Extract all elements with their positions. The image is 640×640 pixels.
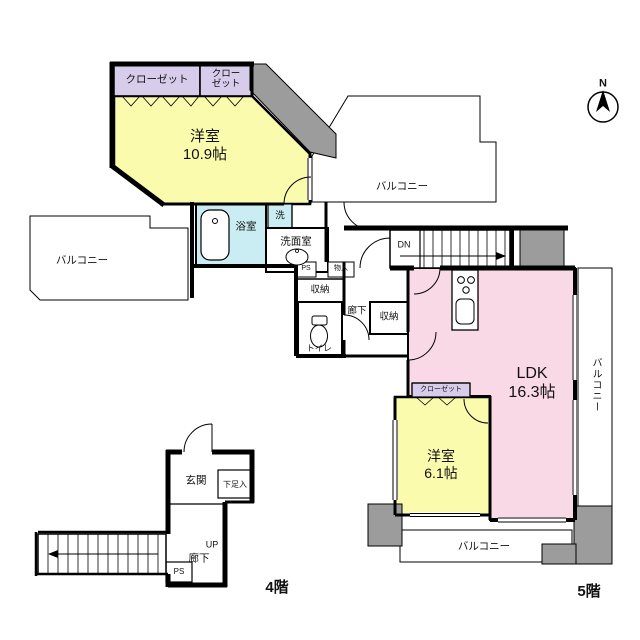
balcony-left-floor	[29, 215, 189, 301]
label-compass-n: N	[599, 77, 607, 90]
window-ldk-right-2-lines	[572, 400, 578, 495]
kitchen-sink	[455, 298, 475, 325]
label-washroom: 洗面室	[280, 235, 312, 248]
structure-bottom-notch	[541, 543, 577, 565]
label-storage-1: 収納	[310, 284, 330, 296]
label-toilet: トイレ	[306, 342, 332, 353]
label-floor-4: 4階	[265, 579, 289, 596]
folding-door-marks	[121, 95, 457, 406]
walls-heavy	[190, 202, 577, 522]
window-ldk-bottom	[498, 517, 566, 523]
label-balcony-left: バルコニー	[55, 254, 109, 267]
label-stairs-up: UP	[205, 539, 219, 550]
door-arc-stairs-ldk	[413, 267, 441, 295]
window-ldk-right-2	[572, 400, 578, 495]
door-arc-bedroom109	[283, 176, 312, 205]
bathtub-drain	[212, 218, 218, 224]
label-ldk: LDK 16.3帖	[508, 364, 556, 401]
stairs-up-group	[34, 530, 168, 576]
structure-right-of-stairs	[519, 229, 565, 269]
room-floors	[112, 63, 576, 583]
structure-below-bedroom61	[367, 503, 403, 547]
label-bath: 浴室	[235, 220, 257, 233]
window-bedroom109-right-lines	[307, 158, 313, 200]
compass-needle	[596, 90, 610, 112]
toilet-fixture	[310, 324, 328, 348]
stairs-dn-arrow-head	[496, 252, 506, 260]
label-corridor-lower: 廊下	[188, 552, 210, 565]
windows	[307, 158, 578, 523]
label-ps-bottom: PS	[173, 567, 185, 577]
toilet-tank	[311, 315, 328, 326]
sink-faucet	[295, 249, 299, 253]
label-floor-5: 5階	[577, 583, 601, 600]
window-ldk-bottom-lines	[498, 517, 566, 523]
label-balcony-right: バルコニー	[590, 357, 601, 413]
window-bedroom61-bottom-lines	[410, 513, 480, 517]
label-monoire: 物入	[334, 264, 348, 272]
fixtures	[200, 209, 479, 348]
door-arc-ldk-bedroom61	[463, 398, 489, 424]
label-corridor-upper: 廊下	[347, 305, 367, 317]
label-closet-top-2: クロー ゼット	[211, 68, 241, 90]
label-bedroom-109: 洋室 10.9帖	[182, 128, 228, 163]
window-bedroom61-left	[392, 420, 398, 500]
window-bedroom109-right	[307, 158, 313, 200]
structure-bottom-right	[573, 505, 613, 565]
label-wash: 洗	[275, 210, 285, 222]
door-arc-hall-stairs	[359, 237, 391, 269]
balcony-right-floor	[577, 267, 613, 507]
stove-burner-1	[457, 276, 465, 284]
door-arc-hall-ldk	[407, 331, 437, 361]
label-closet-top-1: クローゼット	[125, 73, 189, 86]
window-ldk-right-1	[572, 295, 578, 380]
label-shoe-box: 下足入	[223, 480, 247, 490]
label-stairs-dn: DN	[397, 239, 411, 250]
door-arc-entrance	[183, 423, 213, 453]
bathtub-shape	[200, 209, 230, 261]
walls-thin	[114, 64, 471, 505]
stairs-up-outer-walls	[34, 530, 168, 576]
door-arcs	[183, 176, 489, 453]
shoe-box-floor	[217, 469, 253, 499]
label-entrance: 玄関	[185, 474, 207, 487]
label-balcony-top: バルコニー	[375, 180, 429, 193]
structure-diagonal	[249, 63, 337, 159]
window-bedroom61-bottom	[410, 512, 480, 518]
stairs-dn-treads	[419, 230, 506, 268]
window-ldk-right-1-lines	[572, 295, 578, 380]
label-closet-2: クローゼット	[420, 385, 462, 393]
stairs-up-arrow-head	[48, 550, 58, 558]
label-storage-2: 収納	[379, 311, 399, 323]
stove-burner-3	[462, 286, 470, 294]
compass-north-icon	[587, 90, 619, 123]
label-ps-mid: PS	[301, 264, 311, 272]
stove-burner-2	[467, 276, 475, 284]
sink-fixture	[285, 248, 309, 266]
walls	[109, 61, 577, 588]
door-arc-toilet	[343, 314, 370, 341]
label-balcony-bottom: バルコニー	[457, 540, 511, 553]
walls-outer-heavy	[109, 61, 575, 588]
label-bedroom-61: 洋室 6.1帖	[424, 448, 458, 481]
door-arc-hall-balcony	[343, 201, 373, 231]
monoire-box	[327, 261, 355, 278]
window-bedroom61-left-lines	[392, 420, 398, 500]
